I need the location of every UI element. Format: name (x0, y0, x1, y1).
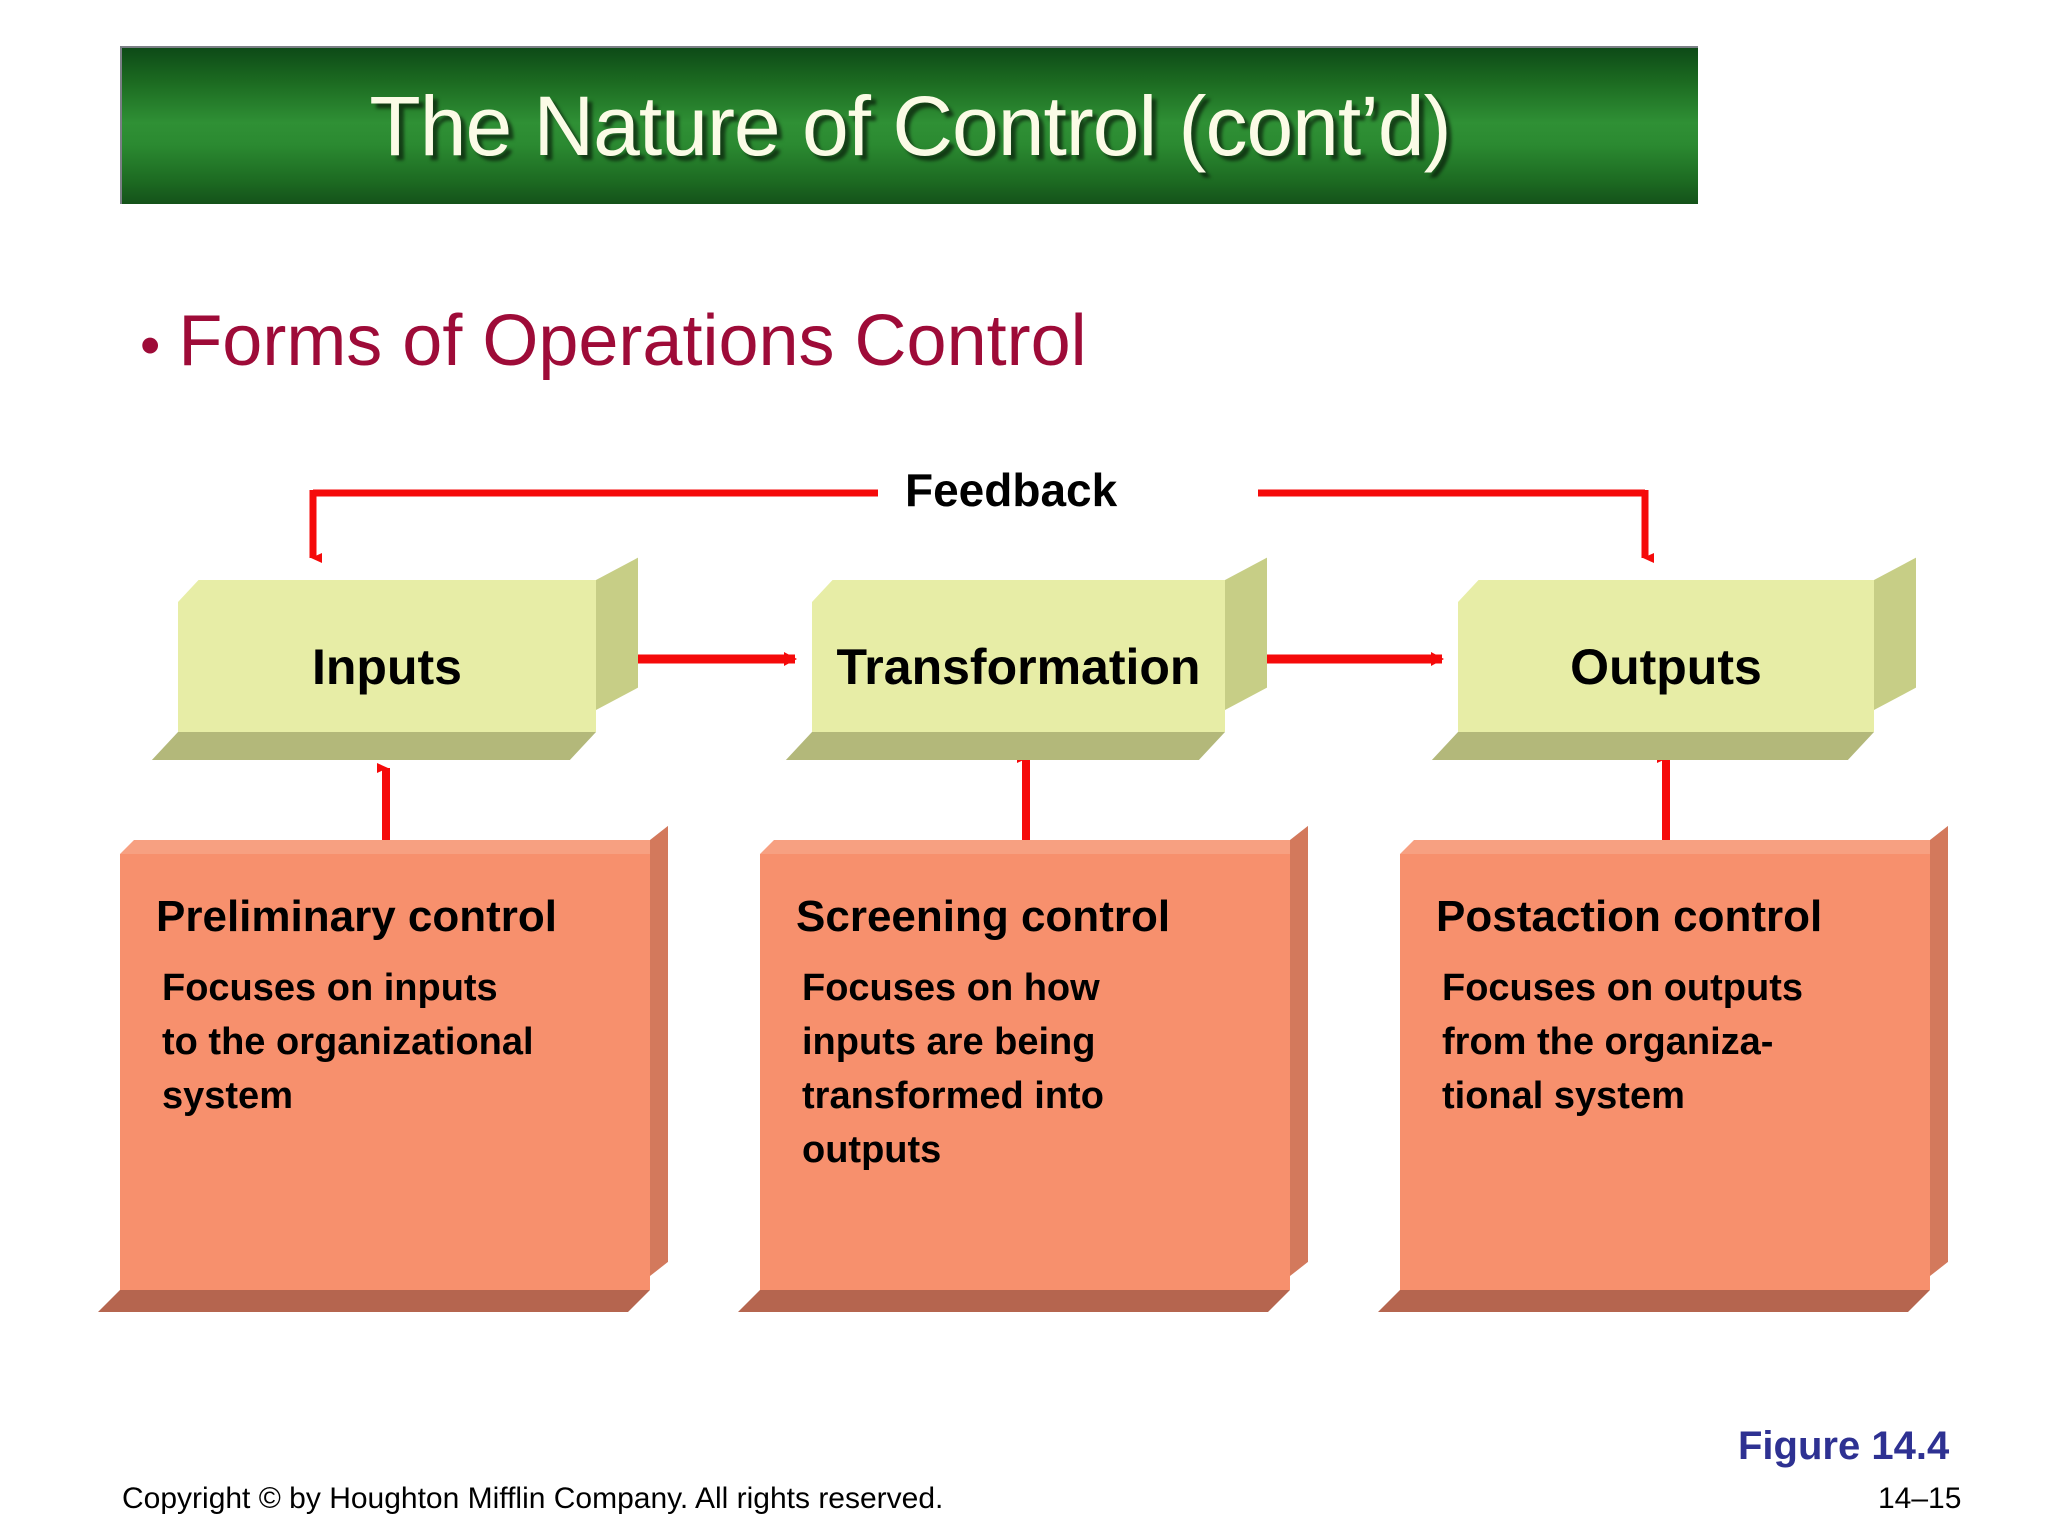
process-box-bottom-face (785, 732, 1225, 760)
bullet-marker-icon: • (140, 313, 161, 378)
control-card-description: Focuses on inputs to the organizational … (156, 962, 626, 1124)
control-card-line: from the organiza- (1442, 1020, 1774, 1063)
control-card-bottom-face (738, 1290, 1290, 1312)
control-card-line: inputs are being (802, 1020, 1096, 1063)
control-card-front-face (1400, 854, 1930, 1290)
process-box-front-face (812, 602, 1225, 732)
control-card-title: Screening control (796, 892, 1171, 941)
copyright-notice: Copyright © by Houghton Mifflin Company.… (122, 1482, 944, 1515)
process-box-outputs: Outputs (1431, 557, 1916, 760)
control-card-top-face (760, 840, 1304, 854)
control-card-description: Focuses on how inputs are being transfor… (796, 962, 1266, 1178)
control-card-line: to the organizational (162, 1020, 534, 1063)
control-card-front-face (120, 854, 650, 1290)
process-box-label: Outputs (1570, 639, 1762, 695)
control-card-title: Preliminary control (156, 892, 558, 941)
control-card-postaction: Postaction control Focuses on outputs fr… (1378, 825, 1948, 1312)
process-box-label: Inputs (312, 639, 462, 695)
figure-label: Figure 14.4 (1738, 1424, 1950, 1468)
process-box-side-face (1874, 557, 1916, 710)
control-card-bottom-face (1378, 1290, 1930, 1312)
control-card-top-face (120, 840, 664, 854)
control-card-description: Focuses on outputs from the organiza- ti… (1436, 962, 1906, 1124)
feedback-label: Feedback (895, 463, 1128, 517)
page-number: 14–15 (1878, 1482, 1962, 1515)
process-box-front-face (1458, 602, 1874, 732)
control-card-content: Postaction control Focuses on outputs fr… (1400, 854, 1930, 1290)
bullet-item: • Forms of Operations Control (140, 300, 1087, 382)
bullet-item-label: Forms of Operations Control (178, 301, 1087, 381)
process-box-front-face (178, 602, 596, 732)
control-card-front-face (760, 854, 1290, 1290)
page-title: The Nature of Control (cont’d) (369, 78, 1451, 173)
process-box-top-face (178, 580, 617, 602)
control-card-line: Focuses on inputs (162, 967, 498, 1009)
control-card-side-face (650, 825, 668, 1276)
process-box-side-face (1225, 557, 1267, 710)
control-card-title: Postaction control (1436, 892, 1823, 941)
control-card-content: Preliminary control Focuses on inputs to… (120, 854, 650, 1290)
slide-title-bar: The Nature of Control (cont’d) (120, 46, 1698, 204)
process-box-transformation: Transformation (785, 557, 1267, 760)
control-card-line: tional system (1442, 1074, 1685, 1117)
control-card-screening: Screening control Focuses on how inputs … (738, 825, 1308, 1312)
control-card-line: system (162, 1074, 293, 1117)
process-box-bottom-face (1431, 732, 1874, 760)
control-card-line: Focuses on outputs (1442, 967, 1803, 1009)
control-card-line: outputs (802, 1128, 942, 1171)
control-card-preliminary: Preliminary control Focuses on inputs to… (98, 825, 668, 1312)
control-card-line: transformed into (802, 1074, 1104, 1117)
process-box-inputs: Inputs (151, 557, 638, 760)
control-card-bottom-face (98, 1290, 650, 1312)
process-box-top-face (1458, 580, 1895, 602)
control-card-side-face (1930, 825, 1948, 1276)
process-box-bottom-face (151, 732, 596, 760)
control-card-side-face (1290, 825, 1308, 1276)
process-box-top-face (812, 580, 1246, 602)
control-card-content: Screening control Focuses on how inputs … (760, 854, 1290, 1290)
control-card-line: Focuses on how (802, 967, 1100, 1009)
process-box-side-face (596, 557, 638, 710)
process-box-label: Transformation (836, 639, 1201, 695)
control-card-top-face (1400, 840, 1944, 854)
